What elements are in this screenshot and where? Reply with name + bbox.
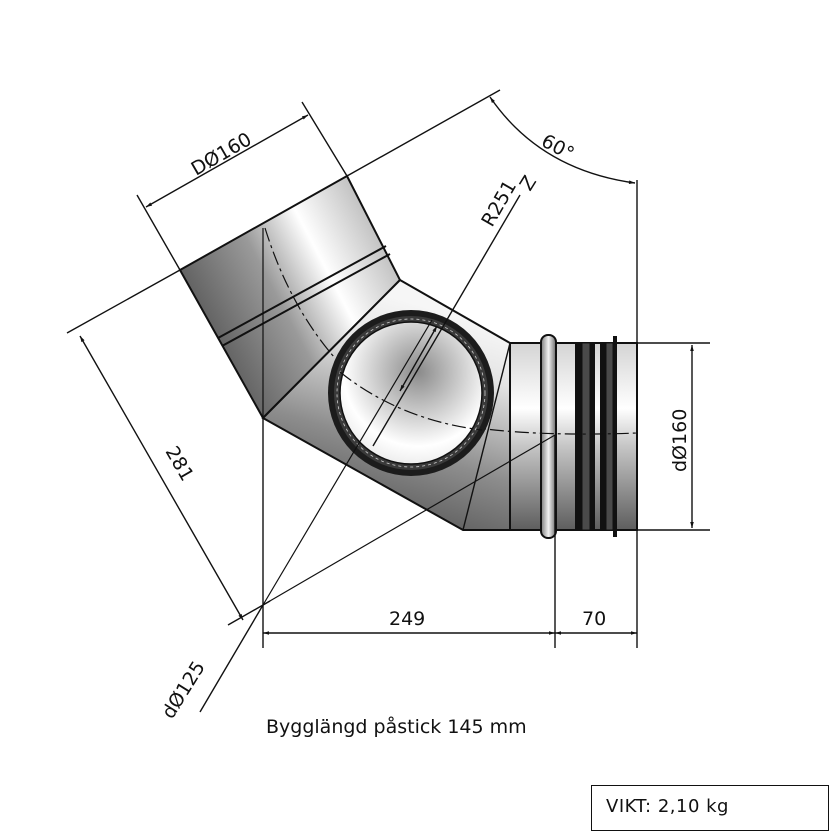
weight-label: VIKT: 2,10 kg [606, 796, 729, 817]
weight-box: VIKT: 2,10 kg [591, 785, 829, 831]
spigot-bead [540, 334, 557, 539]
socket-groove [217, 245, 387, 339]
dim-diagonal-length: 281 [161, 443, 198, 485]
dim-branch-diameter: dØ125 [158, 657, 210, 722]
spigot [509, 342, 638, 531]
dim-horizontal-length: 249 [389, 608, 425, 630]
dim-spigot-diameter: dØ160 [669, 409, 691, 472]
dim-spigot-length: 70 [582, 608, 606, 630]
axis-label: Z [516, 172, 542, 195]
seal-rings [575, 336, 617, 537]
length-caption: Bygglängd påstick 145 mm [266, 716, 527, 738]
dim-socket-diameter: DØ160 [188, 128, 256, 180]
dimensions [66, 89, 710, 713]
pipe-body [178, 174, 638, 606]
dim-angle: 60° [538, 130, 578, 165]
branch-hole [339, 321, 483, 465]
